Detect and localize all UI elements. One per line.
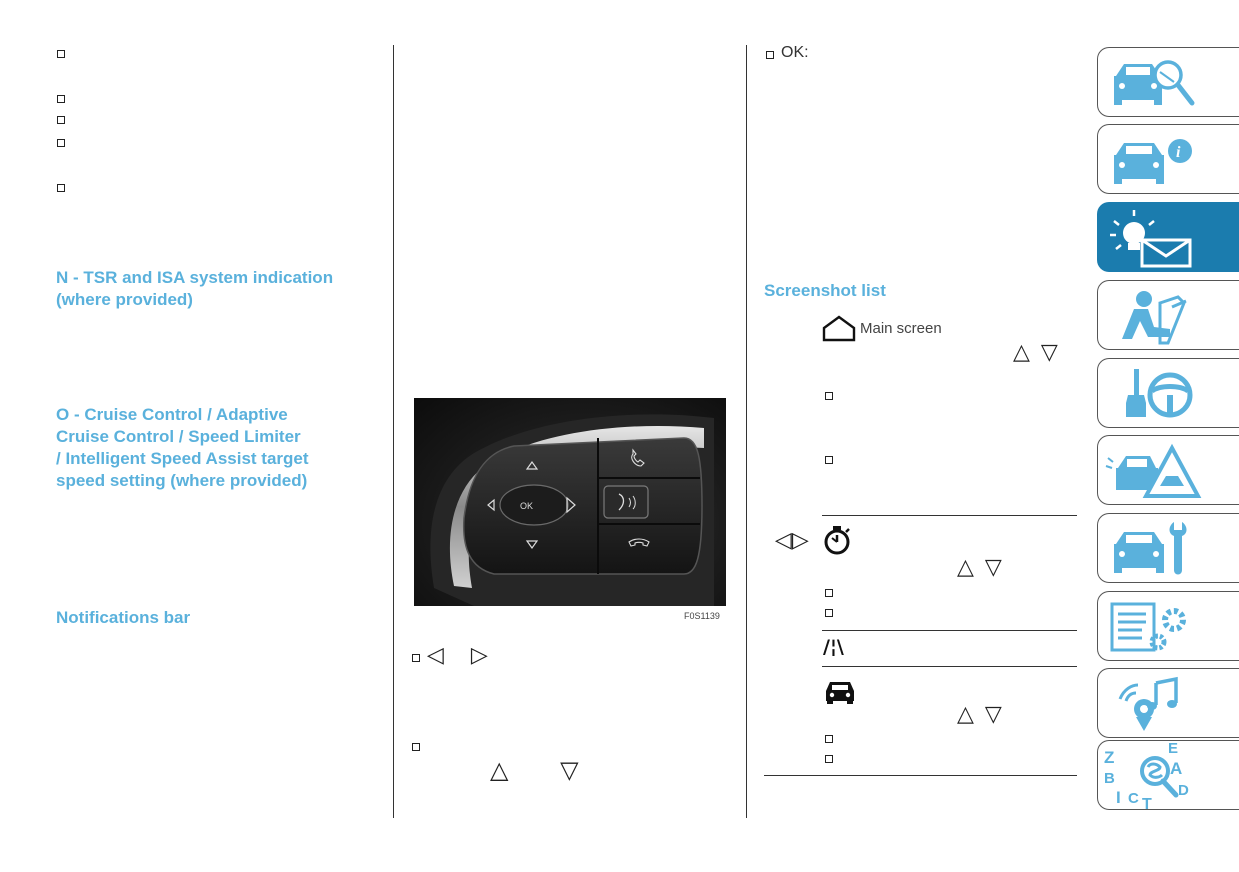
bullet-marker [412,743,420,751]
wheel-ok-label: OK [520,501,533,511]
left-right-arrows-icon: ◁ ▷ [427,643,498,668]
bullet-marker [57,50,65,58]
bullet-marker [57,95,65,103]
svg-text:i: i [1176,144,1181,161]
heading-cruise-control: O - Cruise Control / Adaptive Cruise Con… [56,405,309,490]
index-icon: Z E B A I C T D [1104,741,1189,813]
bullet-marker [825,755,833,763]
steering-wheel-controls-illustration: OK [430,414,714,606]
tab-index[interactable]: Z E B A I C T D [1097,740,1239,813]
index-letter: B [1104,770,1115,787]
up-down-arrows-icon: △ ▽ [1013,340,1060,365]
home-icon [822,315,856,342]
tab-warning-lights-message[interactable] [1097,202,1239,272]
bullet-marker [412,654,420,662]
tab-airbag-seat[interactable] [1097,280,1239,350]
divider-line [822,666,1077,667]
car-info-icon: i [1114,139,1192,184]
car-service-icon [1114,522,1187,575]
heading-notifications-bar: Notifications bar [56,608,191,627]
tab-multimedia[interactable] [1097,668,1239,738]
up-down-arrows-icon: △ ▽ [490,756,601,784]
settings-list-icon [1110,602,1186,652]
key-steering-wheel-icon [1126,369,1193,418]
column-divider [746,45,747,818]
warning-lights-message-icon [1110,210,1192,268]
index-letter: C [1128,790,1139,807]
divider-line [822,630,1077,631]
steering-wheel-controls-photo: OK [414,398,726,606]
index-letter: I [1116,788,1121,807]
tab-car-info[interactable]: i [1097,124,1239,194]
divider-line [764,775,1077,776]
up-down-arrows-icon: △ ▽ [957,555,1004,580]
bullet-marker [825,735,833,743]
heading-screenshot-list: Screenshot list [764,281,886,300]
airbag-seat-icon [1122,291,1187,345]
index-letter: A [1170,759,1182,778]
tab-car-hazard[interactable] [1097,435,1239,505]
tab-car-search[interactable] [1097,47,1239,117]
index-letter: D [1178,782,1189,799]
tab-key-steering-wheel[interactable] [1097,358,1239,428]
figure-caption: F0S1139 [684,611,720,621]
index-letter: E [1168,741,1178,757]
divider-line [822,515,1077,516]
bullet-marker [57,139,65,147]
up-down-arrows-icon: △ ▽ [957,702,1004,727]
car-hazard-icon [1105,443,1202,498]
bullet-marker [57,116,65,124]
main-screen-label: Main screen [860,320,942,337]
tab-settings-list[interactable] [1097,591,1239,661]
car-search-icon [1114,60,1195,106]
bullet-marker [766,51,774,59]
index-letter: T [1142,796,1152,813]
ok-label: OK: [781,44,809,61]
car-front-icon [826,682,854,704]
stopwatch-icon [824,526,850,555]
bullet-marker [825,392,833,400]
bullet-marker [825,609,833,617]
multimedia-icon [1118,676,1178,731]
left-right-arrows-icon: ◁▷ [775,528,809,553]
bullet-marker [825,589,833,597]
bullet-marker [825,456,833,464]
index-letter: Z [1104,748,1114,767]
bullet-marker [57,184,65,192]
tab-car-service[interactable] [1097,513,1239,583]
heading-tsr-isa: N - TSR and ISA system indication (where… [56,268,334,309]
lane-icon: /¦\ [823,636,844,658]
column-divider [393,45,394,818]
